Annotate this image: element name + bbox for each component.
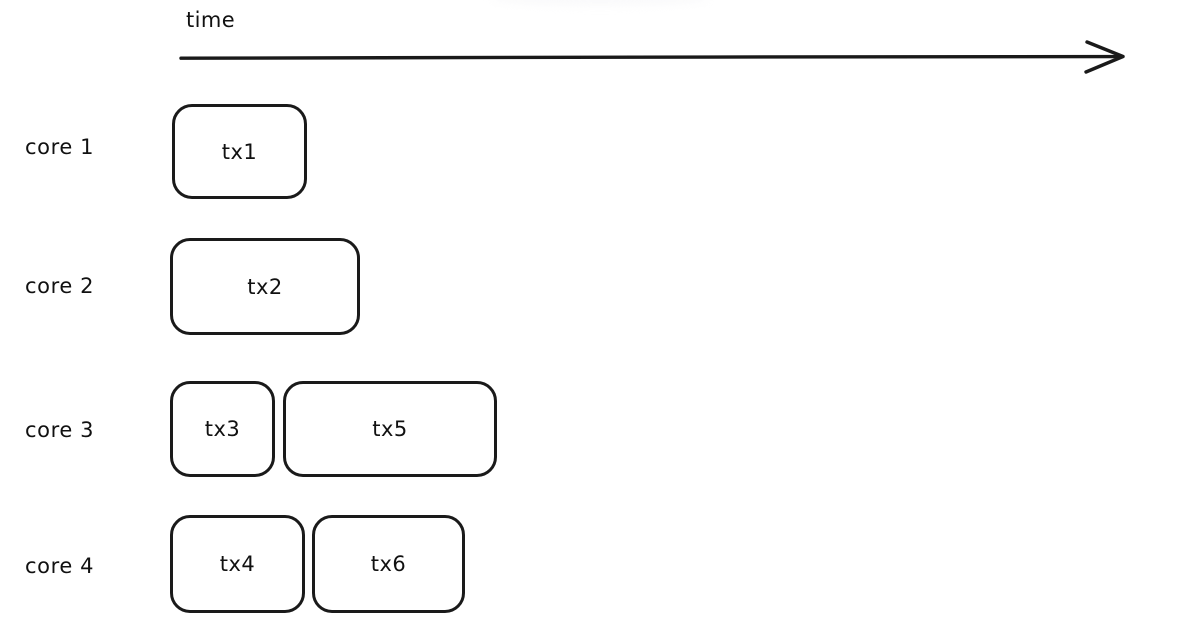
task-box-tx3[interactable]: tx3: [170, 381, 275, 477]
task-box-tx1[interactable]: tx1: [172, 104, 307, 199]
task-label-tx5: tx5: [372, 417, 408, 441]
task-label-tx1: tx1: [221, 139, 258, 164]
task-box-tx5[interactable]: tx5: [283, 381, 497, 477]
task-label-tx4: tx4: [219, 552, 256, 576]
time-axis-arrowhead: [1084, 40, 1125, 74]
core-label-core-1: core 1: [25, 135, 95, 159]
task-label-tx6: tx6: [370, 552, 407, 576]
core-label-core-2: core 2: [25, 274, 95, 298]
task-label-tx3: tx3: [204, 417, 241, 441]
top-edge-artifact: [490, 0, 710, 6]
core-label-core-3: core 3: [25, 418, 95, 442]
core-label-core-4: core 4: [25, 554, 95, 578]
task-box-tx2[interactable]: tx2: [170, 238, 360, 335]
task-box-tx6[interactable]: tx6: [312, 515, 465, 613]
time-axis-label: time: [186, 8, 236, 32]
task-box-tx4[interactable]: tx4: [170, 515, 305, 613]
task-label-tx2: tx2: [247, 274, 283, 299]
time-axis-line: [179, 54, 1124, 60]
